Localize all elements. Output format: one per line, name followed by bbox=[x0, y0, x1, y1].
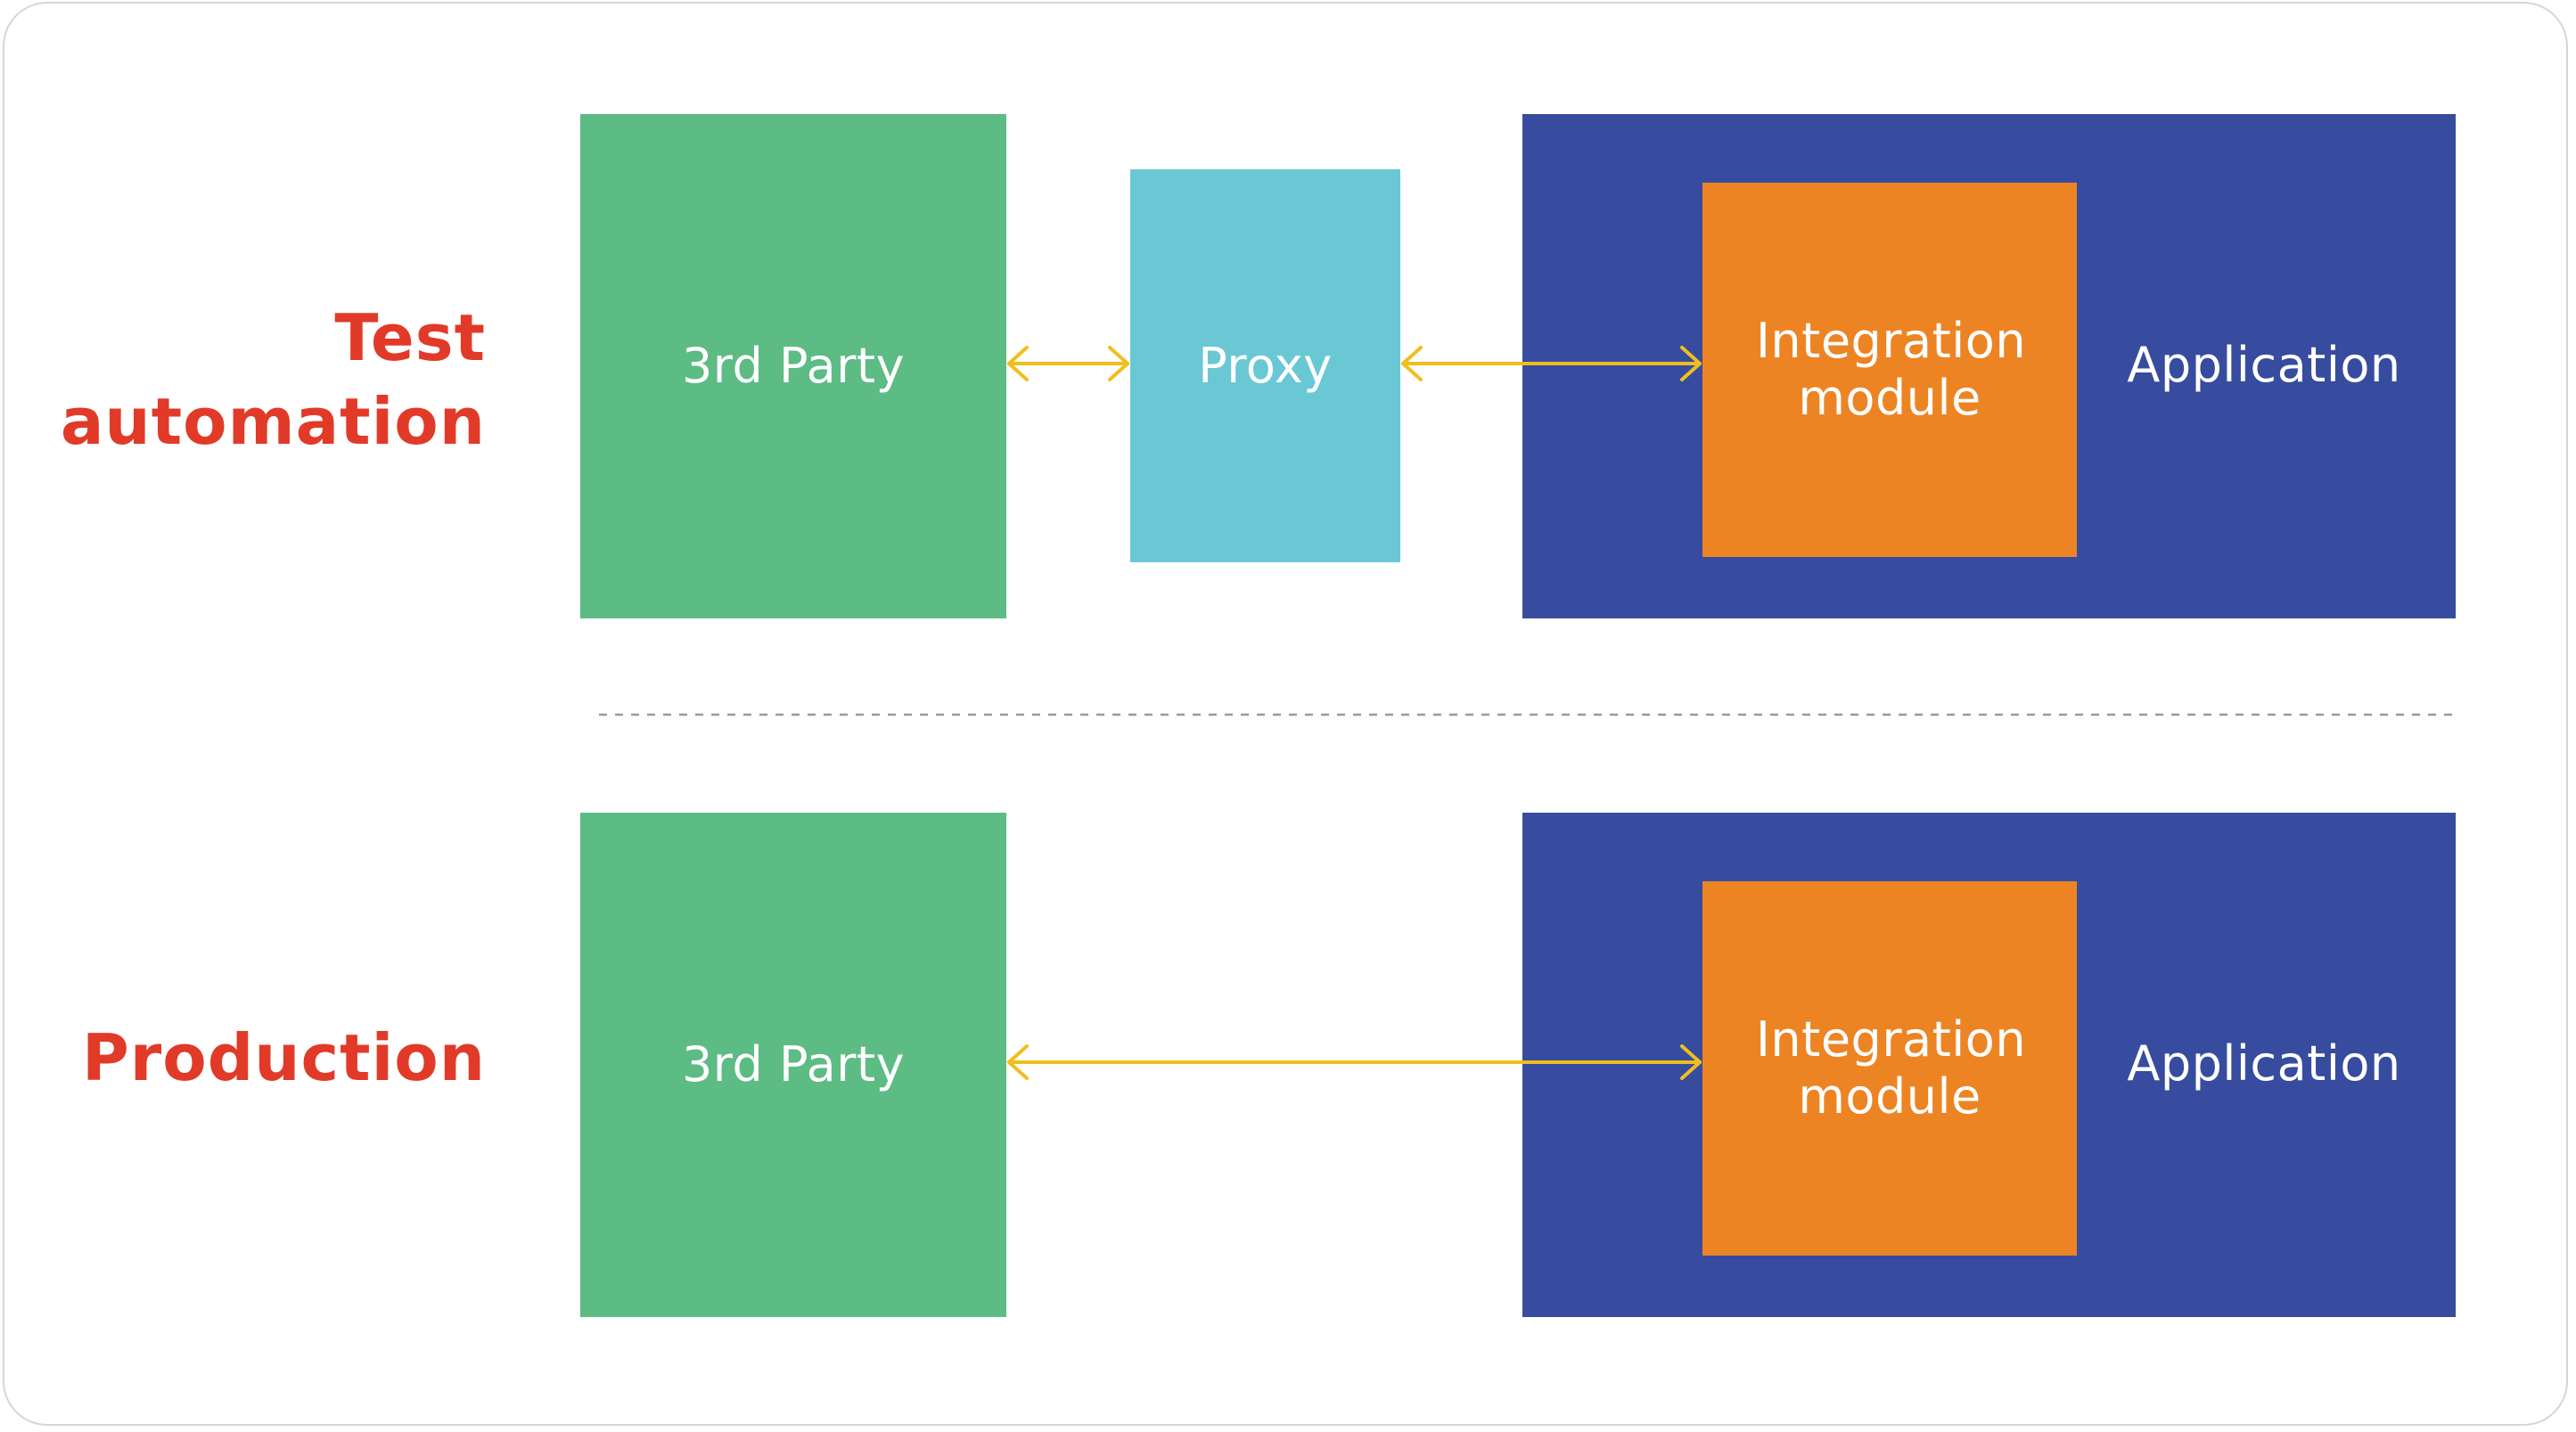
prod-integration-module-box: Integration module bbox=[1702, 881, 2077, 1256]
test-integration-module-box: Integration module bbox=[1702, 183, 2077, 557]
test-third-party-label: 3rd Party bbox=[681, 338, 906, 394]
test-proxy-label: Proxy bbox=[1198, 337, 1333, 394]
test-application-label: Application bbox=[2127, 337, 2401, 393]
test-proxy-box: Proxy bbox=[1130, 169, 1400, 562]
prod-third-party-box: 3rd Party bbox=[580, 813, 1006, 1317]
test-third-party-box: 3rd Party bbox=[580, 114, 1006, 618]
test-automation-label: Test automation bbox=[60, 300, 486, 459]
prod-third-party-label: 3rd Party bbox=[681, 1036, 906, 1092]
prod-application-label: Application bbox=[2127, 1035, 2401, 1092]
production-label: Production bbox=[81, 1020, 486, 1095]
test-integration-module-label: Integration module bbox=[1756, 313, 2027, 426]
prod-integration-module-label: Integration module bbox=[1756, 1011, 2027, 1125]
